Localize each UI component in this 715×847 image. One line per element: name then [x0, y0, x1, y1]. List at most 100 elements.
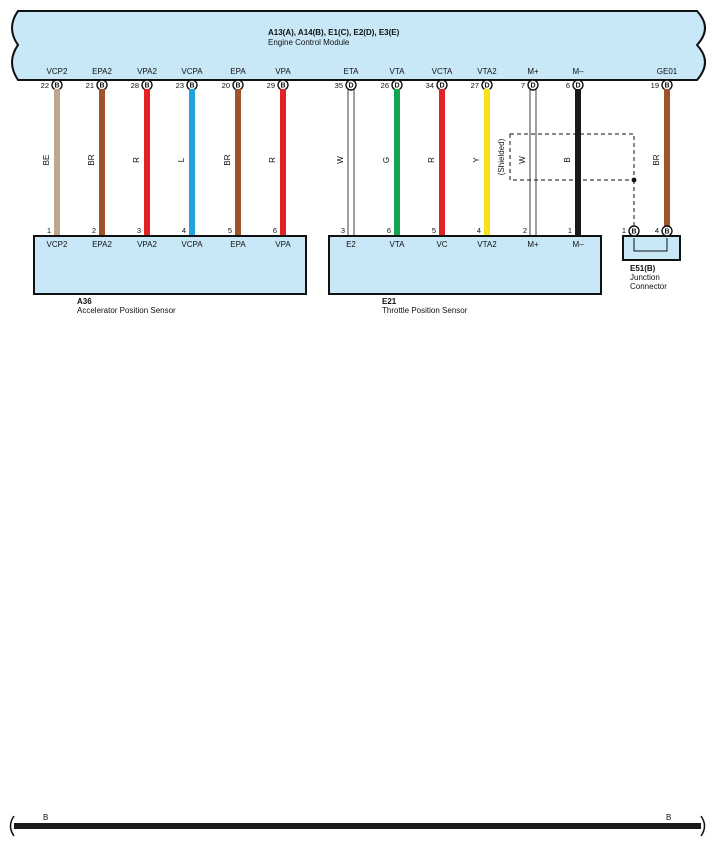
ecm-pin-number: 23 — [176, 81, 184, 90]
ecm-terminal-label: M+ — [527, 67, 539, 76]
sensor-pin-number: 2 — [92, 226, 96, 235]
connector-letter: D — [348, 83, 353, 90]
wire-color-code: B — [563, 157, 572, 162]
ecm-pin-number: 20 — [222, 81, 230, 90]
shielded-label: (Shielded) — [497, 138, 506, 175]
ecm-terminal-label: ETA — [344, 67, 360, 76]
bottom-bus-right-label: B — [666, 813, 671, 822]
sensor-pin-number: 2 — [523, 226, 527, 235]
sensor-pin-number: 1 — [47, 226, 51, 235]
wire-color-code: R — [427, 157, 436, 163]
connector-letter: D — [575, 83, 580, 90]
a36-code: A36 — [77, 297, 92, 306]
connector-letter: D — [530, 83, 535, 90]
junction-pin-number: 4 — [655, 226, 659, 235]
sensor-terminal-label: VTA2 — [477, 240, 497, 249]
connector-marker — [661, 225, 673, 237]
ecm-terminal-label: GE01 — [657, 67, 678, 76]
ecm-pin-number: 22 — [41, 81, 49, 90]
connector-letter: B — [54, 83, 59, 90]
sensor-pin-number: 3 — [137, 226, 141, 235]
ecm-terminal-label: M– — [572, 67, 584, 76]
sensor-pin-number: 6 — [387, 226, 391, 235]
wire-color-code: BR — [652, 154, 661, 165]
ecm-pin-number: 29 — [267, 81, 275, 90]
connector-letter: D — [484, 83, 489, 90]
sensor-terminal-label: VTA — [390, 240, 406, 249]
ecm-pin-number: 21 — [86, 81, 94, 90]
connector-letter: B — [664, 229, 669, 236]
junction-pin-number: 1 — [622, 226, 626, 235]
ecm-name: Engine Control Module — [268, 38, 350, 47]
ecm-terminal-label: EPA2 — [92, 67, 112, 76]
sensor-terminal-label: VC — [436, 240, 447, 249]
ecm-terminal-label: VTA2 — [477, 67, 497, 76]
sensor-terminal-label: VCP2 — [47, 240, 68, 249]
sensor-terminal-label: EPA2 — [92, 240, 112, 249]
ecm-pin-number: 26 — [381, 81, 389, 90]
ecm-pin-number: 28 — [131, 81, 139, 90]
wire-color-code: R — [268, 157, 277, 163]
ecm-pin-number: 7 — [521, 81, 525, 90]
ecm-pin-number: 34 — [426, 81, 434, 90]
connector-letter: B — [280, 83, 285, 90]
sensor-terminal-label: VPA — [275, 240, 291, 249]
wire-color-code: W — [336, 156, 345, 164]
shield-junction-dot — [631, 177, 637, 183]
bottom-bus-left-label: B — [43, 813, 48, 822]
sensor-terminal-label: EPA — [230, 240, 246, 249]
connector-letter: B — [664, 83, 669, 90]
e21-name: Throttle Position Sensor — [382, 306, 468, 315]
sensor-pin-number: 5 — [432, 226, 436, 235]
e21-box — [328, 235, 602, 295]
connector-letter: B — [235, 83, 240, 90]
sensor-pin-number: 5 — [228, 226, 232, 235]
sensor-pin-number: 3 — [341, 226, 345, 235]
bottom-bus-right-break — [700, 815, 706, 837]
sensor-terminal-label: VPA2 — [137, 240, 157, 249]
ecm-terminal-label: VPA2 — [137, 67, 157, 76]
ecm-terminal-label: VPA — [275, 67, 291, 76]
sensor-terminal-label: E2 — [346, 240, 356, 249]
connector-letter: B — [99, 83, 104, 90]
ecm-pin-number: 27 — [471, 81, 479, 90]
connector-letter: B — [189, 83, 194, 90]
ecm-terminal-label: EPA — [230, 67, 246, 76]
connector-marker — [527, 79, 539, 91]
connector-letter: B — [631, 229, 636, 236]
ecm-body — [11, 10, 706, 81]
wire-color-code: BE — [42, 155, 51, 166]
connector-letter: D — [439, 83, 444, 90]
wire-color-code: R — [132, 157, 141, 163]
connector-letter: D — [394, 83, 399, 90]
connector-marker — [628, 225, 640, 237]
wire-color-code: Y — [472, 157, 481, 163]
ecm-terminal-label: VCP2 — [47, 67, 68, 76]
sensor-terminal-label: M+ — [527, 240, 539, 249]
e51-box — [622, 235, 681, 261]
sensor-pin-number: 6 — [273, 226, 277, 235]
ecm-terminal-label: VCTA — [432, 67, 453, 76]
wire-color-code: BR — [223, 154, 232, 165]
ecm-pin-number: 35 — [335, 81, 343, 90]
a36-name: Accelerator Position Sensor — [77, 306, 176, 315]
wire-color-code: G — [382, 157, 391, 163]
sensor-pin-number: 4 — [182, 226, 186, 235]
bottom-bus-left-break — [9, 815, 15, 837]
sensor-terminal-label: M– — [572, 240, 584, 249]
connector-marker — [345, 79, 357, 91]
e51-name-line2: Connector — [630, 282, 667, 291]
sensor-pin-number: 4 — [477, 226, 481, 235]
ecm-terminal-label: VTA — [390, 67, 406, 76]
ecm-terminal-label: VCPA — [181, 67, 203, 76]
ecm-code: A13(A), A14(B), E1(C), E2(D), E3(E) — [268, 28, 400, 37]
e21-code: E21 — [382, 297, 397, 306]
e51-code: E51(B) — [630, 264, 656, 273]
wire-color-code: BR — [87, 154, 96, 165]
